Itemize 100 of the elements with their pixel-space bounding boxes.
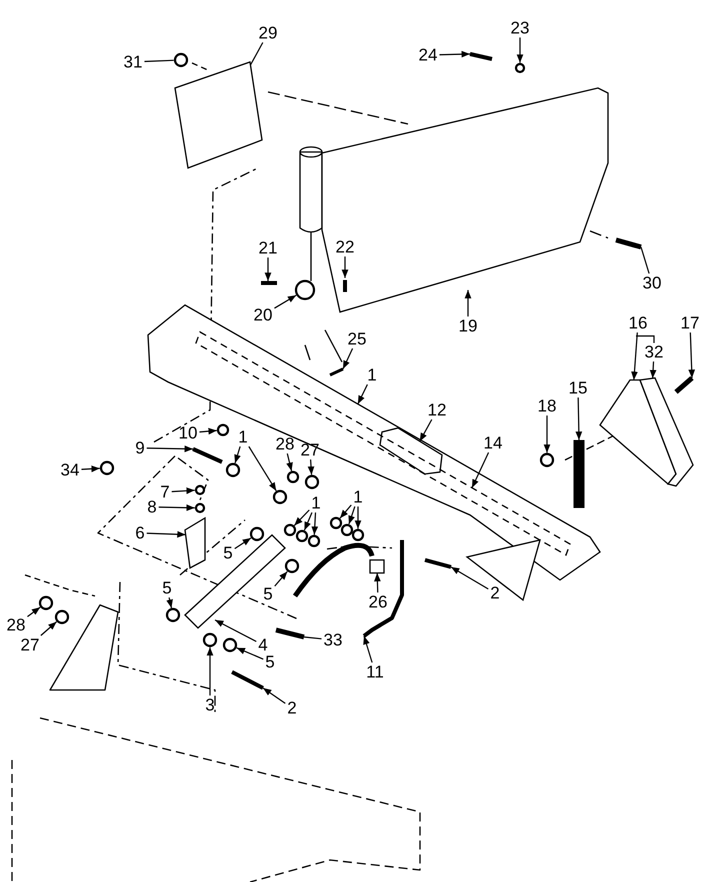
- leader-line: [199, 428, 217, 435]
- callout-number: 17: [680, 314, 700, 332]
- leader-line: [311, 512, 318, 535]
- leader-line: [363, 636, 373, 663]
- clip: [184, 516, 206, 570]
- bushing: [222, 638, 238, 652]
- leader-line: [27, 606, 41, 618]
- pin: [194, 484, 206, 496]
- callout-number: 1: [367, 366, 377, 384]
- wing-panel: [321, 87, 609, 313]
- callout-number: 6: [135, 524, 145, 542]
- callout-number: 28: [276, 436, 294, 452]
- washer: [296, 530, 308, 542]
- leader-line: [81, 465, 100, 472]
- callout-number: 3: [205, 696, 215, 714]
- leader-line: [248, 446, 277, 492]
- leader-line: [374, 572, 381, 593]
- callout-number: 2: [490, 584, 500, 602]
- leader-line: [146, 445, 194, 452]
- leader-line: [262, 688, 286, 704]
- leader-line: [688, 332, 696, 378]
- bolt: [231, 670, 264, 690]
- washer: [284, 524, 296, 536]
- plate: [174, 61, 263, 169]
- callout-number: 1: [238, 428, 248, 446]
- side-plate: [599, 379, 677, 485]
- slot-cover: [379, 427, 443, 475]
- leader-line: [234, 537, 252, 550]
- bracket: [574, 440, 584, 508]
- leader-line: [471, 452, 490, 488]
- callout-number: 19: [458, 318, 478, 334]
- bolt: [424, 558, 452, 569]
- callout-number: 20: [254, 306, 272, 324]
- pin: [343, 280, 347, 292]
- cylinder: [184, 534, 286, 629]
- leader-line: [544, 416, 550, 453]
- leader-line: [640, 246, 650, 274]
- washer: [54, 610, 70, 624]
- bushing: [250, 526, 264, 542]
- washer: [226, 462, 240, 478]
- leader-line: [308, 459, 314, 475]
- callout-number: 9: [135, 440, 145, 456]
- leader-line: [419, 419, 432, 442]
- spring: [470, 52, 492, 61]
- ring-pin: [216, 424, 230, 436]
- leader-line: [516, 38, 524, 63]
- leader-line: [354, 506, 362, 529]
- callout-number: 34: [60, 462, 80, 478]
- washer: [330, 516, 342, 530]
- bolt: [275, 628, 305, 640]
- callout-number: 21: [258, 240, 278, 256]
- leader-line: [236, 647, 264, 660]
- callout-number: 5: [265, 654, 275, 670]
- callout-number: 22: [336, 238, 354, 256]
- callout-number: 5: [223, 544, 233, 562]
- pin: [329, 368, 344, 376]
- bushing: [202, 632, 218, 648]
- callout-number: 28: [6, 616, 26, 634]
- leader-line: [172, 487, 195, 494]
- leader-line: [286, 453, 293, 472]
- callout-number: 1: [311, 494, 321, 512]
- leader-line: [575, 397, 582, 440]
- callout-number: 31: [124, 54, 142, 70]
- leader-line: [274, 571, 288, 587]
- pad: [639, 377, 694, 487]
- callout-number: 24: [418, 46, 438, 64]
- callout-number: 23: [510, 20, 530, 36]
- callout-number: 11: [366, 664, 384, 680]
- leader-line: [650, 361, 656, 378]
- callout-number: 18: [538, 398, 556, 414]
- leader-line: [158, 504, 195, 512]
- callout-number: 10: [178, 424, 198, 442]
- pin: [192, 447, 223, 464]
- washer: [340, 524, 354, 536]
- beam: [147, 304, 601, 581]
- callout-number: 4: [258, 636, 268, 654]
- callout-number: 30: [642, 274, 662, 292]
- bolt: [615, 238, 642, 250]
- callout-number: 27: [300, 442, 320, 458]
- leader-line: [206, 647, 214, 696]
- leader-line: [631, 332, 638, 380]
- callout-number: 7: [160, 484, 170, 500]
- leader-line: [342, 348, 354, 370]
- callout-number: 8: [147, 498, 157, 516]
- leader-line: [40, 621, 57, 636]
- leader-line: [439, 50, 470, 58]
- nut: [174, 52, 188, 68]
- callout-number: 5: [162, 580, 172, 596]
- nut: [540, 452, 554, 468]
- callout-number: 12: [428, 402, 446, 418]
- leader-line: [234, 446, 241, 464]
- callout-number: 32: [644, 344, 664, 360]
- bushing: [166, 608, 180, 622]
- leader-line: [144, 60, 174, 62]
- callout-number: 5: [263, 586, 273, 602]
- callout-number: 15: [568, 380, 588, 396]
- callout-number: 25: [348, 330, 366, 348]
- leader-line: [340, 504, 352, 519]
- leader-line: [304, 636, 322, 640]
- washer: [294, 280, 316, 300]
